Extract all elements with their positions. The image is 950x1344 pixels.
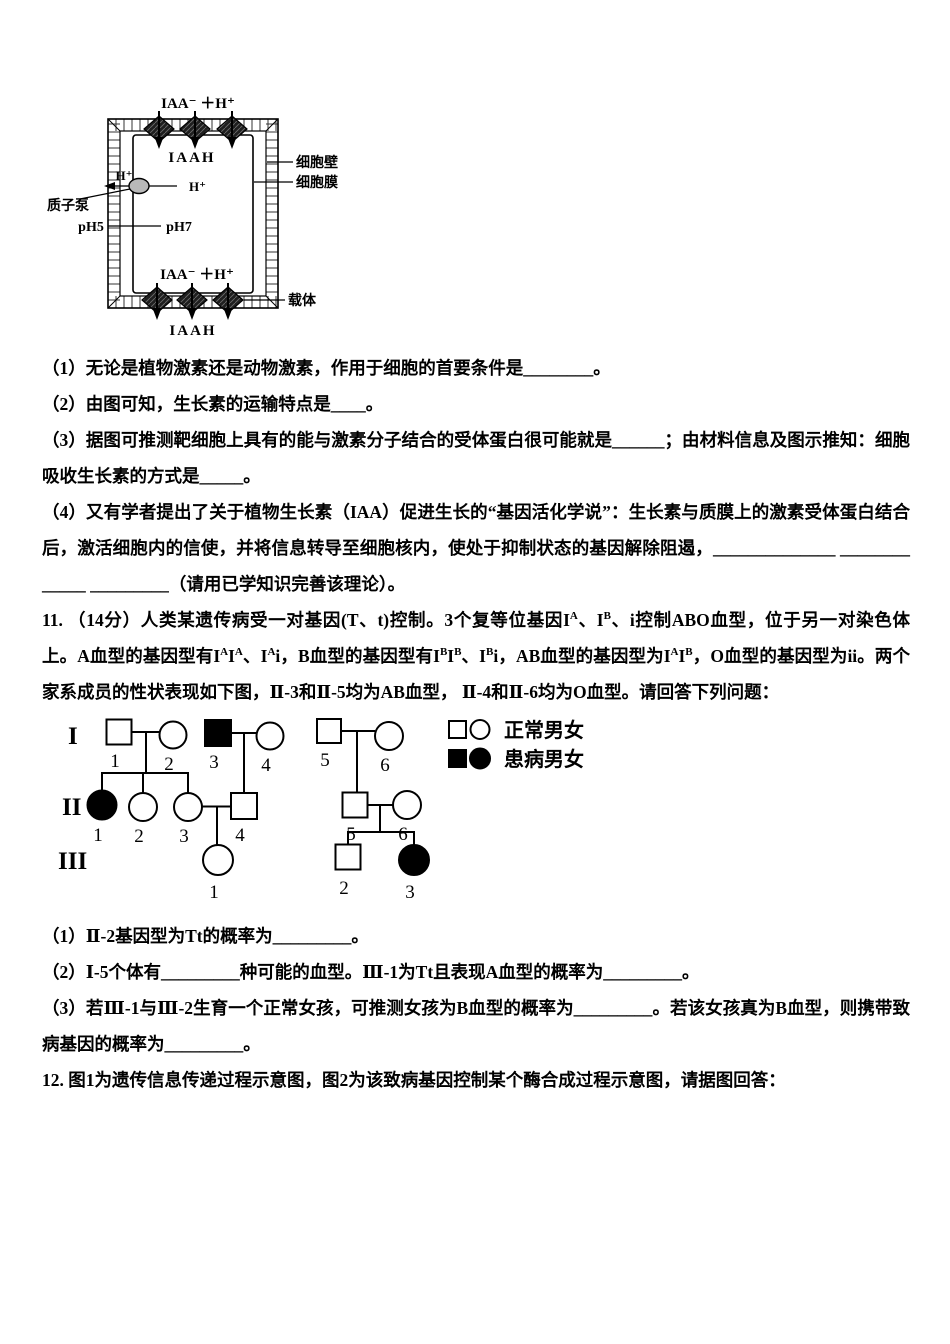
svg-text:2: 2 [134, 826, 144, 847]
bottom-carrier-icons [141, 283, 244, 320]
auxin-transport-figure: IAA⁻ ＋H⁺ IAAH H⁺ H⁺ 质子泵 pH5 pH7 细胞壁 细胞膜 … [47, 96, 338, 339]
svg-text:1: 1 [110, 751, 120, 772]
svg-text:3: 3 [405, 882, 415, 903]
q-auxin-part4: （4）又有学者提出了关于植物生长素（IAA）促进生长的“基因活化学说”：生长素与… [42, 502, 910, 594]
pedigree-lines [101, 730, 415, 845]
pedigree-legend-normal: 正常男女 [448, 718, 584, 742]
pedigree-individual-I-6: 6 [374, 721, 404, 776]
q11-part2: （2）Ⅰ-5个体有_________种可能的血型。Ⅲ-1为Tt且表现A血型的概率… [42, 962, 700, 982]
svg-text:6: 6 [398, 824, 408, 845]
pedigree-individual-II-6: 6 [392, 790, 422, 845]
carrier-label: 载体 [288, 292, 317, 309]
pedigree-individual-III-1: 1 [202, 844, 234, 903]
cell-wall-label: 细胞壁 [296, 154, 338, 171]
pedigree-individual-I-1: 1 [105, 718, 133, 772]
top-reaction-label: IAA⁻ ＋H⁺ [161, 96, 235, 112]
generation-label-2: II [62, 794, 81, 821]
svg-text:3: 3 [209, 752, 219, 773]
affected-female-icon [469, 747, 491, 770]
svg-text:1: 1 [209, 882, 219, 903]
q12-intro: 12. 图1为遗传信息传递过程示意图，图2为该致病基因控制某个酶合成过程示意图，… [42, 1070, 786, 1090]
q-auxin-part2: （2）由图可知，生长素的运输特点是____。 [42, 394, 384, 414]
generation-label-1: I [68, 723, 78, 750]
efflux-arrow-icons [156, 283, 229, 309]
h-plus-wall-label: H⁺ [116, 168, 133, 183]
pedigree-individual-II-5: 5 [341, 791, 369, 845]
influx-arrow-icons [158, 111, 233, 138]
pedigree-individual-II-4: 4 [230, 792, 258, 846]
label-leader-lines [244, 161, 293, 301]
pedigree-chart: I II III 1 [58, 718, 584, 903]
pedigree-individual-II-3: 3 [173, 792, 203, 847]
svg-text:4: 4 [261, 755, 271, 776]
normal-female-icon [469, 719, 491, 740]
iaah-inside-label: IAAH [168, 150, 215, 166]
svg-text:5: 5 [346, 824, 356, 845]
questions-block-lower: （1）Ⅱ-2基因型为Tt的概率为_________。 （2）Ⅰ-5个体有____… [42, 918, 910, 1098]
svg-text:2: 2 [339, 878, 349, 899]
questions-block-upper: （1）无论是植物激素还是动物激素，作用于细胞的首要条件是________。 （2… [42, 350, 910, 710]
pedigree-individual-I-5: 5 [316, 718, 342, 771]
svg-text:3: 3 [179, 826, 189, 847]
affected-male-icon [448, 749, 467, 768]
proton-pump-icon [79, 177, 177, 200]
svg-text:4: 4 [235, 825, 245, 846]
h-plus-pump-label: H⁺ [189, 179, 206, 194]
bottom-reaction-label: IAA⁻ ＋H⁺ [160, 267, 234, 283]
generation-label-3: III [58, 848, 87, 875]
pedigree-individual-III-2: 2 [334, 843, 362, 899]
svg-text:1: 1 [93, 825, 103, 846]
top-carrier-icons [143, 111, 248, 149]
cell-membrane-label: 细胞膜 [296, 174, 338, 191]
normal-male-icon [448, 720, 467, 739]
q11-intro: 11. （14分）人类某遗传病受一对基因(T、t)控制。3个复等位基因IA、IB… [42, 610, 911, 702]
pedigree-individual-II-1: 1 [86, 789, 118, 846]
svg-text:正常男女: 正常男女 [504, 718, 584, 742]
svg-text:患病男女: 患病男女 [504, 747, 584, 771]
pedigree-legend-affected: 患病男女 [448, 747, 584, 771]
ph-inside-label: pH7 [166, 220, 192, 235]
pedigree-individual-I-3: 3 [204, 719, 232, 773]
iaah-outside-label: IAAH [169, 323, 216, 339]
ph-outside-label: pH5 [78, 220, 104, 235]
pedigree-individual-I-4: 4 [255, 721, 285, 776]
pedigree-individual-III-3: 3 [398, 844, 430, 903]
svg-text:6: 6 [380, 755, 390, 776]
q-auxin-part1: （1）无论是植物激素还是动物激素，作用于细胞的首要条件是________。 [42, 358, 611, 378]
q11-part3: （3）若Ⅲ-1与Ⅲ-2生育一个正常女孩，可推测女孩为B血型的概率为_______… [42, 998, 910, 1054]
pedigree-individual-II-2: 2 [128, 792, 158, 847]
pedigree-individual-I-2: 2 [158, 720, 188, 775]
q-auxin-part3: （3）据图可推测靶细胞上具有的能与激素分子结合的受体蛋白很可能就是______；… [42, 430, 910, 486]
svg-text:2: 2 [164, 754, 174, 775]
q11-part1: （1）Ⅱ-2基因型为Tt的概率为_________。 [42, 926, 369, 946]
proton-pump-label: 质子泵 [47, 197, 89, 214]
svg-text:5: 5 [320, 750, 330, 771]
